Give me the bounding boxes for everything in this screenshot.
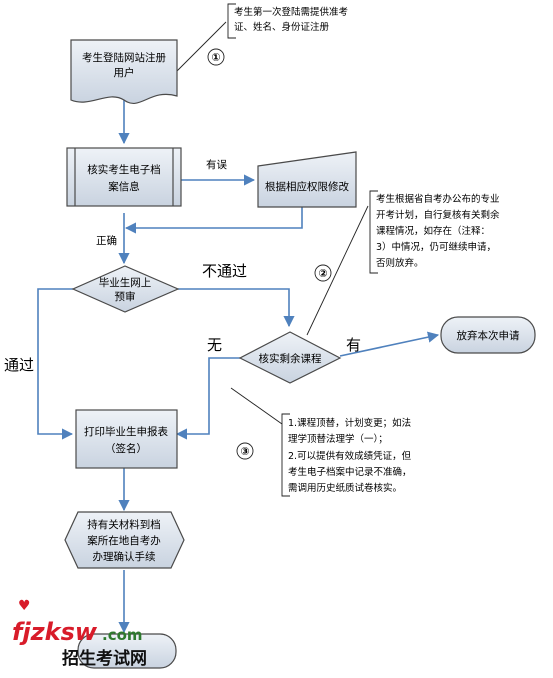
arrow-no-remaining [175, 357, 240, 440]
note1-line1: 考生第一次登陆需提供准考 [234, 6, 348, 18]
watermark: ♥ fjzksw .com 招生考试网 [12, 598, 147, 669]
note3-line3: 2.可以提供有效成绩凭证，但 [288, 450, 412, 462]
verify-shape [66, 147, 182, 207]
note2-line3: 课程情况，如存在（注释： [376, 225, 490, 237]
marker-2: ② [318, 267, 327, 280]
login-shape [70, 39, 178, 105]
note3-line4: 考生电子档案中记录不准确， [288, 466, 412, 478]
watermark-text: 招生考试网 [62, 648, 147, 669]
note3-bracket [281, 413, 290, 497]
note3-line2: 理学顶替法理学（一）； [288, 433, 388, 445]
marker-2-circle [314, 264, 332, 282]
note2-line4: 3）中情况，仍可继续申请， [376, 241, 496, 253]
note1-bracket [227, 3, 236, 39]
confirm-label-line2: 案所在地自考办 [87, 534, 161, 547]
marker-3-circle [236, 442, 254, 460]
confirm-shape [64, 511, 185, 569]
watermark-heart-icon: ♥ [18, 598, 31, 614]
note2-line5: 否则放弃。 [376, 257, 424, 269]
note2-line2: 开考计划，自行复核有关剩余 [376, 209, 500, 221]
annotation-lines [171, 21, 369, 425]
note3-line5: 需调用历史纸质试卷核实。 [288, 482, 402, 494]
confirm-label-line1: 持有关材料到档 [87, 518, 161, 531]
arrow-modify-return [124, 207, 303, 234]
modify-label: 根据相应权限修改 [265, 180, 349, 193]
end-terminator [77, 633, 177, 669]
modify-shape [257, 151, 357, 208]
check-courses-diamond [238, 331, 342, 384]
note3-line1: 1.课程顶替，计划变更；如法 [288, 417, 411, 429]
edge-label-not-pass: 不通过 [202, 262, 247, 280]
note1-line2: 证、姓名、身份证注册 [234, 21, 330, 33]
prereview-diamond [71, 265, 180, 313]
watermark-site: fjzksw [12, 618, 98, 646]
login-label-line2: 用户 [114, 66, 135, 79]
print-form-label-line1: 打印毕业生申报表 [84, 425, 168, 438]
print-form-label-line2: （签名） [105, 442, 147, 455]
login-label-line1: 考生登陆网站注册 [82, 51, 166, 64]
edge-label-correct: 正确 [96, 234, 117, 247]
verify-label-line2: 案信息 [108, 180, 140, 193]
marker-3: ③ [240, 445, 249, 458]
note2-bracket [369, 190, 378, 274]
edge-label-pass: 通过 [4, 356, 34, 374]
arrow-has-remaining [339, 331, 440, 357]
connectors [37, 100, 440, 634]
verify-label-line1: 核实考生电子档 [87, 163, 161, 176]
print-form-shape [75, 409, 178, 469]
prereview-label-line2: 预审 [115, 290, 136, 303]
arrow-pass [37, 288, 74, 440]
note2-line1: 考生根据省自考办公布的专业 [376, 193, 500, 205]
watermark-domain: .com [102, 626, 143, 644]
marker-1: ① [211, 51, 220, 64]
edge-label-has-error: 有误 [206, 158, 227, 171]
check-courses-label: 核实剩余课程 [259, 352, 322, 365]
leader-note3 [230, 387, 283, 425]
edge-label-has: 有 [346, 336, 361, 354]
edge-label-none: 无 [207, 336, 222, 354]
marker-1-circle [207, 48, 225, 66]
prereview-label-line1: 毕业生网上 [99, 276, 152, 289]
leader-note1 [171, 21, 227, 77]
arrow-not-pass [178, 288, 295, 328]
abandon-shape [440, 316, 536, 354]
leader-note2 [306, 205, 369, 336]
confirm-label-line3: 办理确认手续 [93, 550, 156, 563]
abandon-label: 放弃本次申请 [457, 329, 520, 342]
